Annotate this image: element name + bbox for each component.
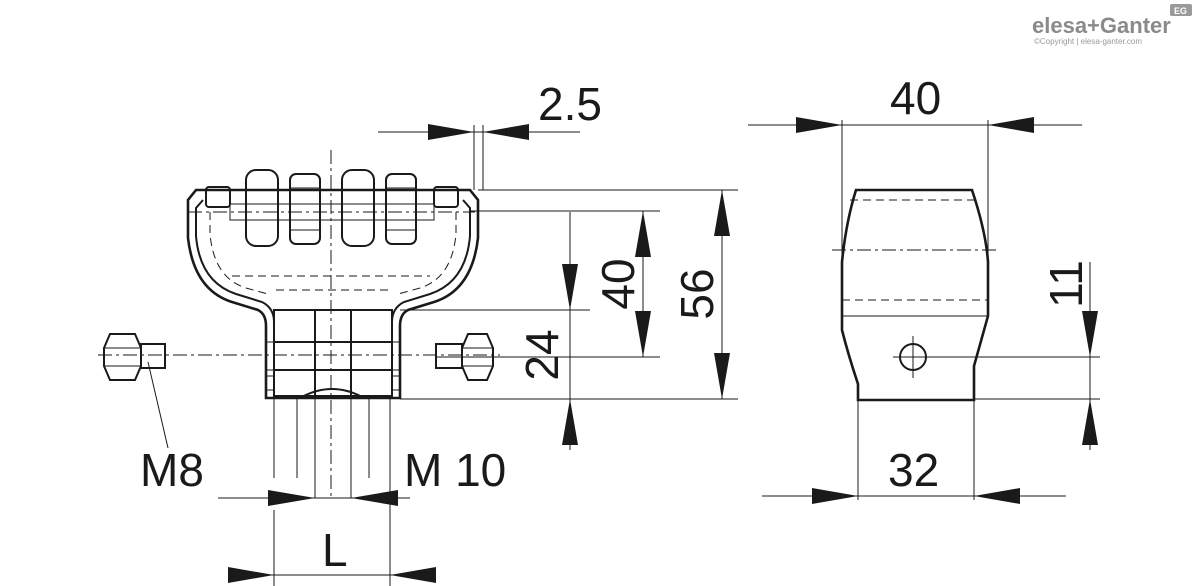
roller (385, 173, 417, 245)
bolt-right (435, 333, 494, 381)
label-inner-height: 40 (592, 258, 644, 309)
roller (341, 169, 375, 247)
label-width-top: 40 (890, 72, 941, 124)
label-hole-height: 11 (1040, 260, 1092, 308)
mounting-block (273, 309, 393, 397)
right-tab (433, 186, 459, 208)
stud-body (314, 309, 352, 399)
threaded-stud (273, 398, 391, 510)
brand-logo: elesa+Ganter EG ©Copyright | elesa-gante… (1032, 4, 1192, 46)
axle (229, 203, 435, 221)
brand-name: elesa+Ganter (1032, 13, 1171, 38)
bolt-left (103, 333, 166, 381)
label-m10: M 10 (404, 444, 506, 496)
label-length: L (322, 524, 348, 576)
roller (245, 169, 279, 247)
left-tab (205, 186, 231, 208)
brand-badge-text: EG (1174, 6, 1187, 16)
roller (289, 173, 321, 245)
front-view: M8 M 10 L 2.5 40 56 (98, 78, 738, 586)
label-base-width: 32 (888, 444, 939, 496)
label-total-height: 56 (671, 268, 723, 319)
bracket-inner (195, 199, 471, 397)
block-outline (840, 188, 990, 402)
rollers (245, 169, 417, 247)
label-m8: M8 (140, 444, 204, 496)
label-base-height: 24 (516, 329, 568, 380)
side-view: 40 32 11 (748, 72, 1100, 504)
brand-badge (1170, 4, 1192, 16)
label-offset: 2.5 (538, 78, 602, 130)
bracket-outer (186, 188, 480, 400)
brand-copyright: ©Copyright | elesa-ganter.com (1034, 37, 1142, 46)
